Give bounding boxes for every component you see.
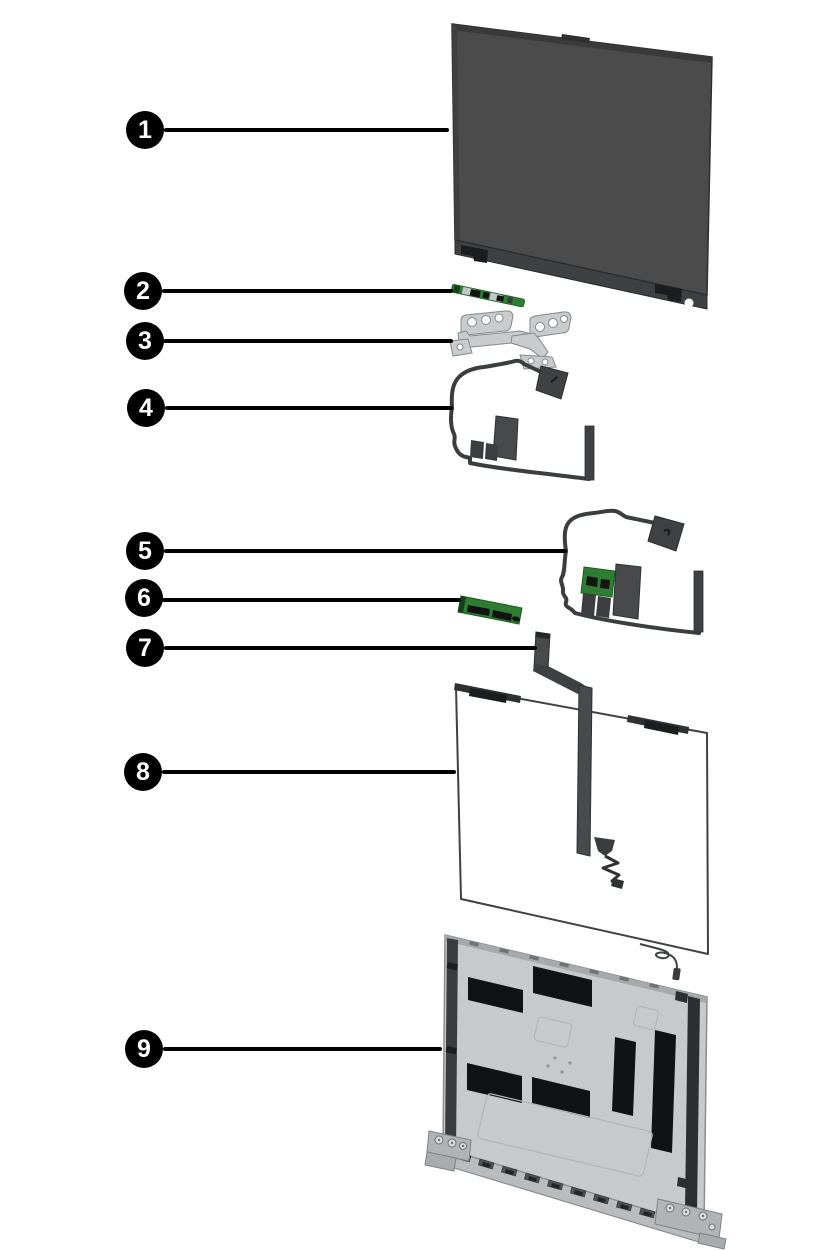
callout-3: 3 <box>126 322 164 360</box>
right-hinge-bracket <box>654 1198 727 1250</box>
callout-2-number: 2 <box>136 276 150 305</box>
callout-9-number: 9 <box>137 1034 151 1063</box>
callout-8: 8 <box>124 753 162 791</box>
callout-7-number: 7 <box>138 633 152 662</box>
leader-line-7 <box>164 646 537 650</box>
bottom-rail-clips <box>455 1151 656 1219</box>
callout-9: 9 <box>125 1030 163 1068</box>
callout-3-number: 3 <box>138 326 152 355</box>
right-hinge-illustration <box>510 311 572 370</box>
leader-line-5 <box>164 549 567 553</box>
callout-1: 1 <box>126 111 164 149</box>
antenna-assembly-2-illustration <box>559 508 704 635</box>
antenna-assembly-1-illustration <box>448 358 595 481</box>
callout-5-number: 5 <box>138 536 152 565</box>
back-cover-illustration <box>424 934 727 1250</box>
leader-line-4 <box>165 406 453 410</box>
left-hinge-bracket <box>424 1130 472 1172</box>
leader-line-2 <box>162 289 453 293</box>
leader-line-6 <box>162 598 461 602</box>
callout-6: 6 <box>125 579 163 617</box>
callout-8-number: 8 <box>136 757 150 786</box>
callout-1-number: 1 <box>138 115 152 144</box>
camera-module-illustration <box>450 284 526 308</box>
leader-line-8 <box>162 770 456 774</box>
callout-6-number: 6 <box>137 583 151 612</box>
callout-5: 5 <box>126 532 164 570</box>
sensor-board-illustration <box>457 595 523 625</box>
left-hinge-illustration <box>449 310 533 357</box>
leader-line-3 <box>163 339 453 343</box>
display-cable-illustration <box>533 631 624 889</box>
callout-4: 4 <box>127 389 165 427</box>
leader-line-9 <box>163 1047 442 1051</box>
leader-line-1 <box>164 128 449 132</box>
callout-7: 7 <box>126 629 164 667</box>
callout-4-number: 4 <box>139 393 153 422</box>
callout-2: 2 <box>124 272 162 310</box>
display-panel-illustration <box>451 23 713 310</box>
